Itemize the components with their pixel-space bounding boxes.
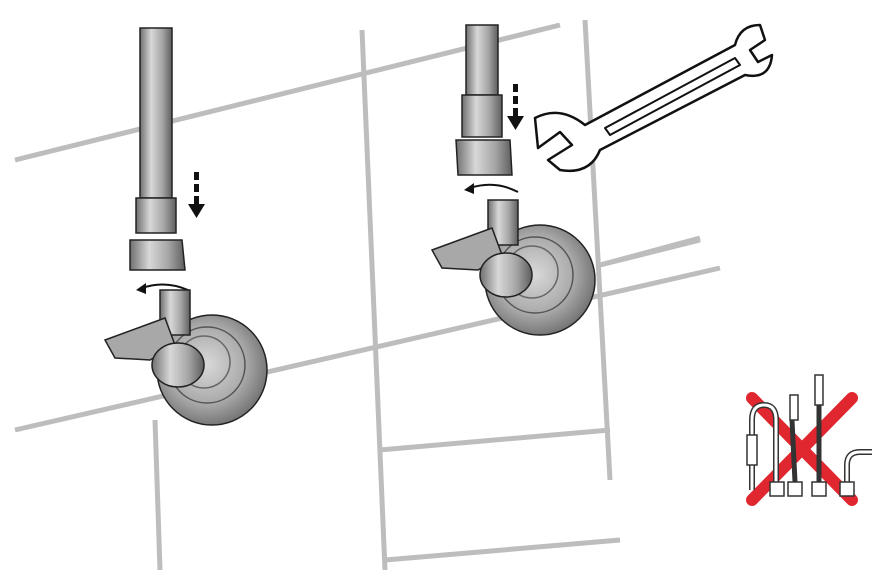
hex-nut bbox=[129, 239, 186, 271]
counterclockwise-arrow-icon bbox=[469, 183, 519, 193]
wall-tiles bbox=[13, 19, 721, 570]
hose-ferrule bbox=[135, 197, 177, 234]
braided-hose bbox=[465, 24, 499, 96]
no-bent-hoses-icon bbox=[746, 374, 872, 506]
counterclockwise-arrow-icon bbox=[141, 283, 189, 291]
valve-body bbox=[151, 342, 205, 388]
dashed-down-arrow-icon bbox=[507, 84, 524, 130]
step-2-hose-connection bbox=[430, 23, 774, 336]
dashed-down-arrow-icon bbox=[188, 172, 205, 218]
braided-hose bbox=[139, 27, 173, 199]
hose-ferrule bbox=[461, 94, 503, 138]
valve-thread bbox=[487, 199, 519, 246]
step-1-hose-connection bbox=[103, 27, 268, 426]
valve-body bbox=[479, 252, 533, 298]
wrench-icon bbox=[533, 23, 774, 173]
hex-nut bbox=[455, 139, 513, 176]
